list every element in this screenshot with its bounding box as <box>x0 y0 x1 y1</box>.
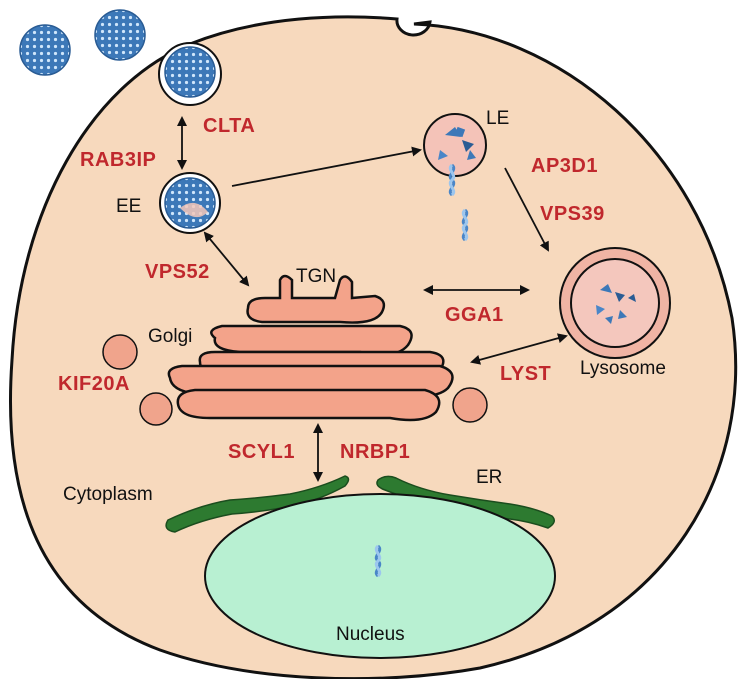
gene-gga1: GGA1 <box>445 304 504 326</box>
gene-rab3ip: RAB3IP <box>80 149 156 171</box>
tgn-cisterna <box>246 274 386 324</box>
arrow-vps52 <box>203 231 250 287</box>
vesicle <box>102 334 138 370</box>
vesicle <box>139 392 173 426</box>
virus-particle-icon <box>94 9 146 61</box>
golgi-cisterna-1 <box>210 324 413 357</box>
dna-helix-icon <box>374 544 382 578</box>
dna-helix-icon <box>448 163 456 197</box>
label-le: LE <box>486 108 509 129</box>
gene-nrbp1: NRBP1 <box>340 441 410 463</box>
endosome-icon <box>159 172 221 234</box>
lysosome-icon <box>559 247 671 359</box>
arrow-ee-to-le <box>231 146 422 187</box>
dna-helix-icon <box>461 208 469 242</box>
late-endosome-icon <box>423 113 487 177</box>
label-cytoplasm: Cytoplasm <box>63 484 153 505</box>
golgi-cisterna-4 <box>176 388 441 422</box>
gene-lyst: LYST <box>500 363 551 385</box>
label-er: ER <box>476 467 502 488</box>
gene-ap3d1: AP3D1 <box>531 155 598 177</box>
arrow-lyst <box>470 333 568 365</box>
label-ee: EE <box>116 196 141 217</box>
arrow-le-to-lysosome <box>504 167 549 252</box>
vesicle <box>452 387 488 423</box>
gene-vps52: VPS52 <box>145 261 210 283</box>
label-nucleus: Nucleus <box>336 624 405 645</box>
gene-vps39: VPS39 <box>540 203 605 225</box>
gene-kif20a: KIF20A <box>58 373 130 395</box>
gene-clta: CLTA <box>203 115 255 137</box>
gene-scyl1: SCYL1 <box>228 441 295 463</box>
label-tgn: TGN <box>296 266 336 287</box>
label-lysosome: Lysosome <box>580 358 666 379</box>
golgi-apparatus <box>167 274 454 422</box>
label-golgi: Golgi <box>148 326 192 347</box>
virus-particle-icon <box>19 24 71 76</box>
virus-particle-icon <box>158 42 222 106</box>
